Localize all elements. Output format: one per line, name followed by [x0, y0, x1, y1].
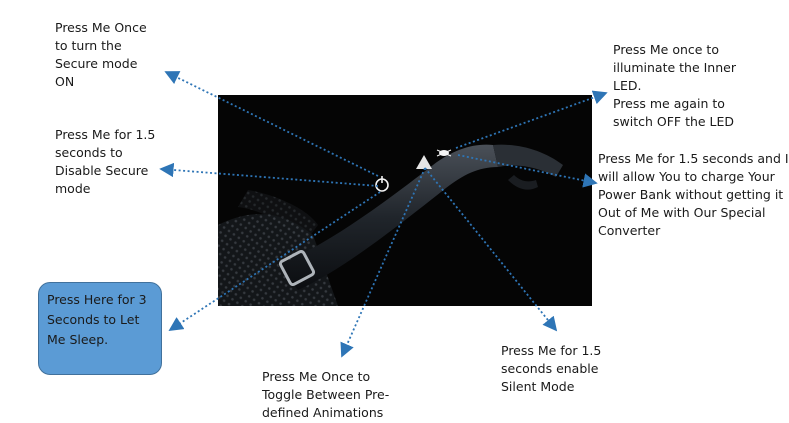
- sleep-callout-box: Press Here for 3 Seconds to Let Me Sleep…: [38, 282, 162, 375]
- secure-mode-on-label: Press Me Once to turn the Secure mode ON: [55, 20, 147, 89]
- buckle: [278, 249, 316, 287]
- animations-label: Press Me Once to Toggle Between Pre- def…: [262, 369, 390, 420]
- arrow-silent: [424, 167, 558, 332]
- product-photo: [218, 95, 592, 306]
- animation-button-icon: [416, 155, 432, 169]
- arrow-power-bank: [457, 154, 598, 188]
- sleep-label: Press Here for 3 Seconds to Let Me Sleep…: [47, 292, 147, 347]
- silent-mode-label: Press Me for 1.5 seconds enable Silent M…: [501, 343, 602, 394]
- arrow-sleep: [168, 191, 381, 331]
- arrow-inner-led: [455, 90, 608, 149]
- strap-illustration: [218, 95, 592, 306]
- arrow-animations: [340, 167, 426, 358]
- strap: [278, 144, 498, 290]
- disable-secure-mode-label: Press Me for 1.5 seconds to Disable Secu…: [55, 127, 156, 196]
- power-button-icon: [375, 176, 389, 192]
- inner-led-label: Press Me once to illuminate the Inner LE…: [613, 42, 736, 129]
- arrow-secure-on: [164, 71, 379, 177]
- led-button-icon: [436, 149, 452, 157]
- arrow-disable-secure: [159, 162, 379, 187]
- power-bank-label: Press Me for 1.5 seconds and I will allo…: [598, 151, 789, 238]
